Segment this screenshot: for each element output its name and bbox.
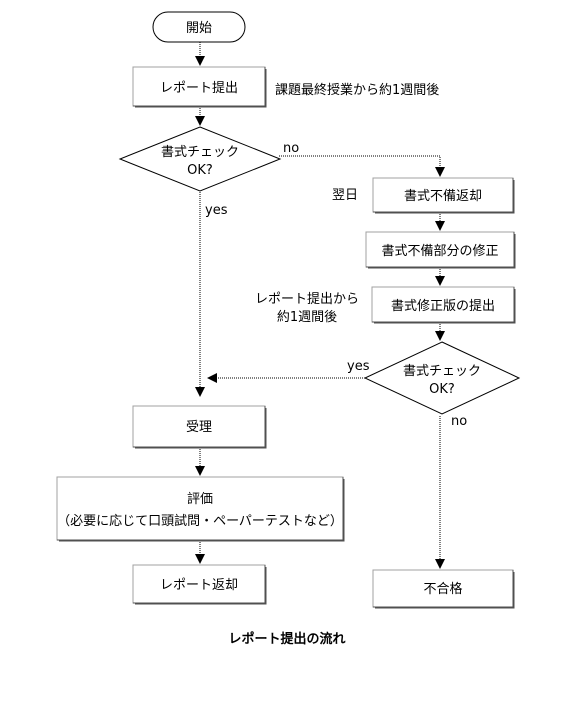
node-submit: レポート提出 [132, 66, 267, 108]
node-accept: 受理 [132, 405, 267, 449]
node-check1-line2: OK? [187, 163, 213, 178]
branch-check2-no: no [451, 414, 467, 429]
node-check2-line2: OK? [429, 382, 455, 397]
node-check1-line1: 書式チェック [161, 145, 239, 160]
node-evaluate-line2: （必要に応じて口頭試問・ペーパーテストなど） [57, 513, 343, 529]
node-start: 開始 [152, 11, 246, 43]
node-fix: 書式不備部分の修正 [365, 231, 516, 269]
branch-check1-yes: yes [205, 203, 228, 218]
node-return-report-label: レポート返却 [160, 578, 238, 593]
node-fail: 不合格 [372, 569, 515, 609]
diagram-caption: レポート提出の流れ [228, 631, 345, 647]
branch-check2-yes: yes [347, 359, 370, 374]
node-return-format-label: 書式不備返却 [404, 188, 482, 204]
node-check2-line1: 書式チェック [403, 364, 481, 379]
node-fix-label: 書式不備部分の修正 [381, 243, 498, 259]
node-check1: 書式チェック OK? [118, 126, 282, 192]
node-check2: 書式チェック OK? [363, 341, 521, 415]
annotation-resubmit-timing-1: レポート提出から [255, 291, 359, 307]
node-fail-label: 不合格 [423, 581, 462, 597]
node-evaluate-line1: 評価 [187, 492, 213, 507]
node-submit-label: レポート提出 [160, 80, 238, 96]
branch-check1-no: no [283, 141, 299, 156]
annotation-next-day: 翌日 [332, 188, 358, 203]
node-resubmit-label: 書式修正版の提出 [391, 298, 495, 314]
node-accept-label: 受理 [186, 420, 212, 435]
node-evaluate: 評価 （必要に応じて口頭試問・ペーパーテストなど） [56, 476, 345, 542]
node-return-format: 書式不備返却 [372, 177, 515, 214]
annotation-resubmit-timing-2: 約1週間後 [277, 310, 337, 325]
node-resubmit: 書式修正版の提出 [371, 286, 516, 324]
node-start-label: 開始 [186, 21, 212, 36]
node-return-report: レポート返却 [132, 564, 267, 605]
annotation-submit-timing: 課題最終授業から約1週間後 [275, 82, 439, 98]
connector-check1-no [279, 155, 445, 177]
connectors [195, 42, 445, 569]
